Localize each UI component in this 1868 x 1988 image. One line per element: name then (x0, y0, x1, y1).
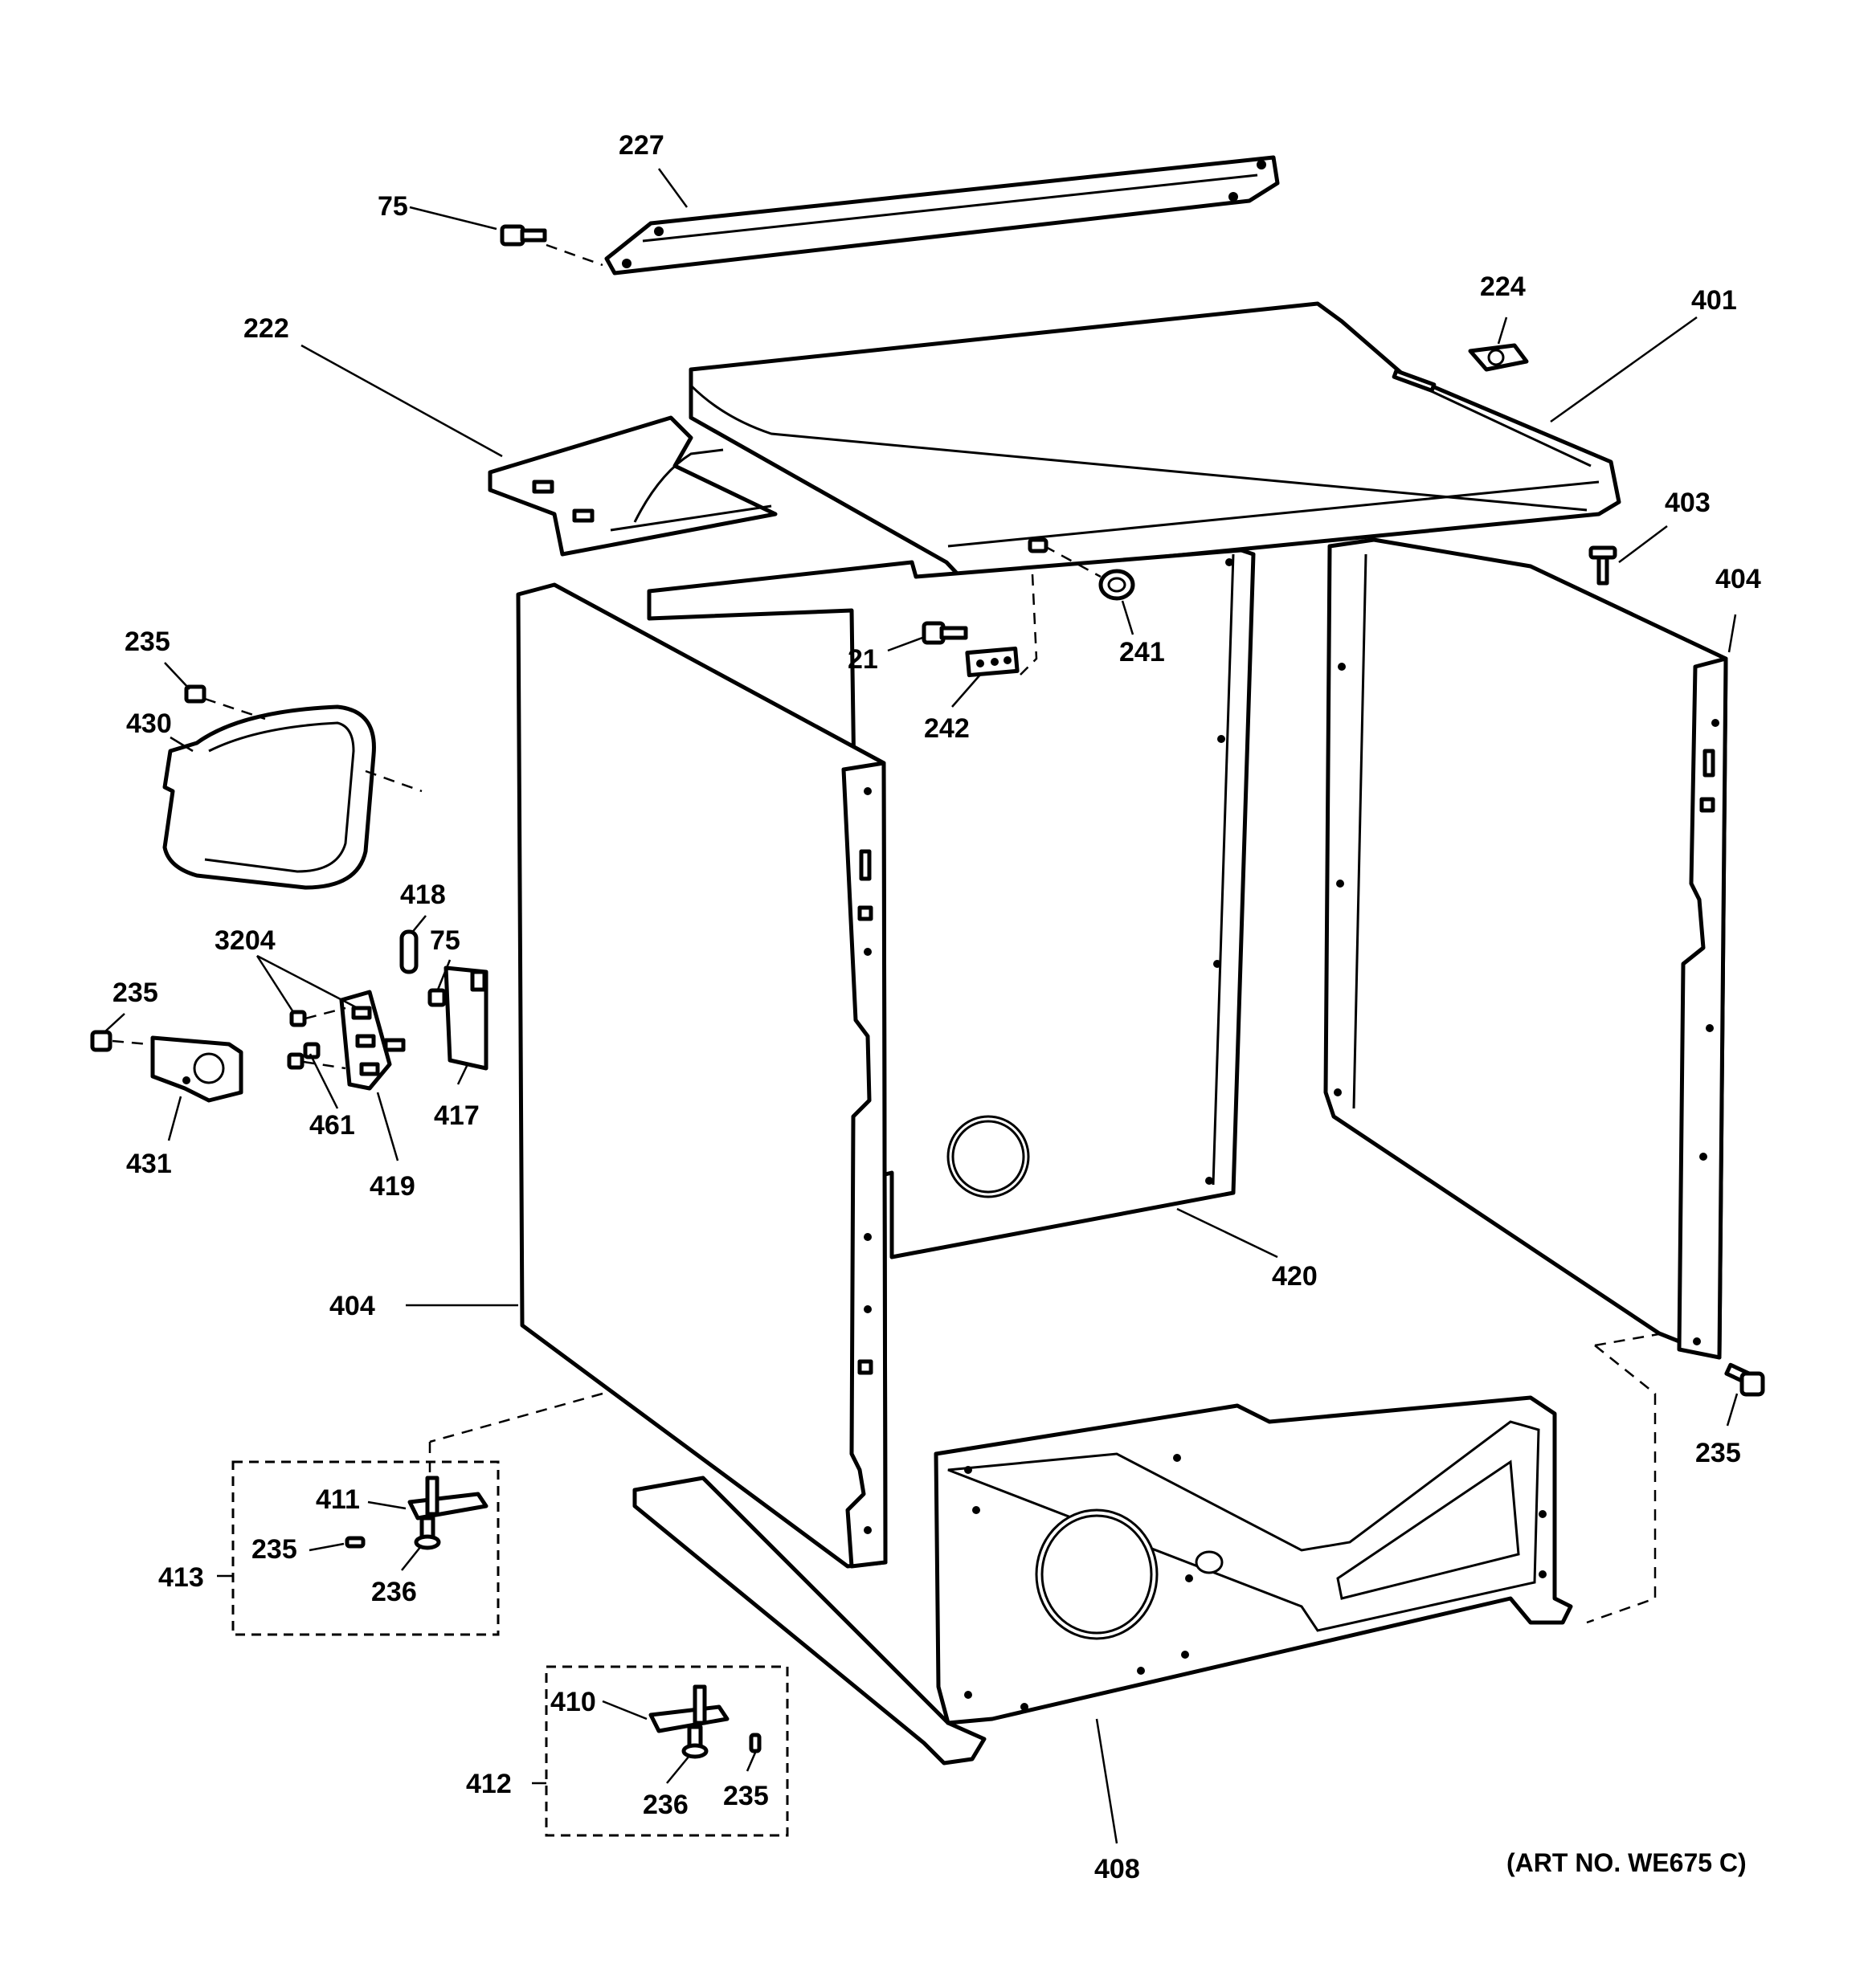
callout-235-top-left: 235 (125, 627, 170, 657)
callout-417: 417 (434, 1100, 480, 1131)
art-number: (ART NO. WE675 C) (1506, 1848, 1747, 1877)
callout-403: 403 (1665, 488, 1711, 518)
callout-408: 408 (1094, 1854, 1140, 1884)
screw-75-mid (427, 988, 447, 1007)
top-panel-401 (689, 301, 1621, 579)
side-panel-404-left (516, 582, 888, 1569)
callout-242: 242 (924, 713, 970, 744)
screw-21 (922, 621, 968, 645)
rear-bracket-222 (488, 415, 778, 557)
bracket-431 (150, 1035, 243, 1103)
callout-431: 431 (126, 1149, 172, 1179)
callout-235-mid-left: 235 (112, 978, 158, 1008)
callout-418: 418 (400, 880, 446, 910)
plug-241 (1044, 545, 1135, 601)
screw-403 (1588, 545, 1617, 586)
base-408 (632, 1395, 1573, 1766)
callout-241: 241 (1119, 637, 1165, 667)
top-bracket-227 (604, 155, 1280, 276)
callout-75-top: 75 (378, 191, 408, 222)
callout-404-right: 404 (1715, 564, 1761, 594)
terminal-block-419 (339, 990, 406, 1091)
callout-3204: 3204 (215, 925, 276, 956)
callout-227: 227 (619, 130, 664, 161)
screw-235-top-left (184, 684, 266, 720)
callout-413: 413 (158, 1562, 204, 1593)
callout-21: 21 (848, 644, 878, 675)
screw-235-box413 (345, 1536, 366, 1549)
screw-235-mid-left (90, 1030, 149, 1052)
screw-75-top (500, 224, 603, 267)
callout-236-box413: 236 (371, 1577, 417, 1607)
callout-235-right: 235 (1695, 1438, 1741, 1468)
callout-235-box412: 235 (723, 1781, 769, 1811)
callout-430: 430 (126, 708, 172, 739)
callout-461: 461 (309, 1110, 355, 1141)
screw-235-box412 (749, 1733, 762, 1753)
leader-lines (104, 168, 1739, 1844)
cover-417 (443, 965, 488, 1071)
foot-assembly-box-412 (545, 1665, 789, 1837)
jumper-418 (399, 929, 419, 974)
callout-222: 222 (243, 313, 289, 344)
callout-401: 401 (1691, 285, 1737, 316)
side-panel-404-right (1323, 537, 1728, 1360)
callout-420: 420 (1272, 1261, 1318, 1292)
callout-404-left: 404 (329, 1291, 375, 1321)
callout-236-box412: 236 (643, 1790, 689, 1820)
leader-dashed-left-foot (429, 1392, 603, 1443)
clip-224 (1468, 343, 1529, 372)
foot-assembly-box-413 (231, 1460, 500, 1636)
screw-235-right (1586, 1332, 1765, 1624)
cover-430 (162, 704, 423, 890)
callout-75-mid: 75 (430, 925, 460, 956)
rear-panel-420 (647, 548, 1256, 1259)
leveling-foot-411 (407, 1476, 488, 1550)
callout-224: 224 (1480, 271, 1526, 302)
callout-235-box413: 235 (251, 1534, 297, 1565)
leveling-foot-410 (648, 1684, 730, 1759)
bracket-242 (965, 574, 1038, 678)
callout-411: 411 (316, 1484, 360, 1515)
callout-419: 419 (370, 1171, 415, 1202)
screws-3204 (287, 1006, 346, 1070)
callout-412: 412 (466, 1769, 512, 1799)
callout-410: 410 (550, 1687, 596, 1717)
